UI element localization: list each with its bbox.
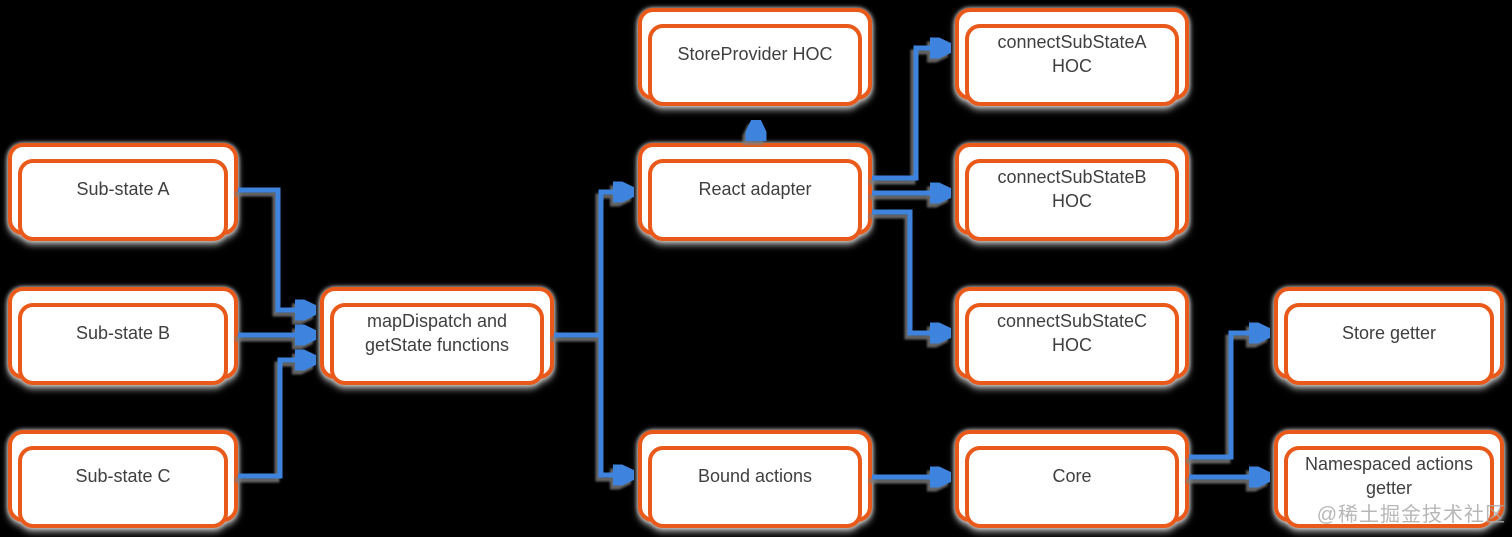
node-label: mapDispatch and getState functions [364, 310, 510, 355]
node-substate-a: Sub-state A [8, 143, 238, 241]
node-label: Core [1052, 465, 1092, 486]
node-react-adapter: React adapter [638, 143, 872, 241]
node-substate-b: Sub-state B [8, 287, 238, 385]
node-label: connectSubStateB HOC [997, 166, 1147, 211]
node-substate-c: Sub-state C [8, 430, 238, 528]
node-namespaced-actions-getter: Namespaced actions getter [1274, 430, 1504, 528]
node-label: Namespaced actions getter [1304, 453, 1474, 498]
node-connect-substate-c: connectSubStateC HOC [955, 287, 1189, 385]
node-label: Sub-state B [75, 322, 171, 343]
node-connect-substate-a: connectSubStateA HOC [955, 8, 1189, 106]
node-label: StoreProvider HOC [677, 43, 833, 64]
node-connect-substate-b: connectSubStateB HOC [955, 143, 1189, 241]
node-label: Sub-state A [76, 178, 170, 199]
node-label: Sub-state C [75, 465, 171, 486]
node-store-getter: Store getter [1274, 287, 1504, 385]
node-bound-actions: Bound actions [638, 430, 872, 528]
node-label: Bound actions [697, 465, 813, 486]
node-label: Store getter [1341, 322, 1437, 343]
node-core: Core [955, 430, 1189, 528]
node-label: React adapter [698, 178, 812, 199]
node-mapdispatch: mapDispatch and getState functions [320, 287, 554, 385]
node-storeprovider: StoreProvider HOC [638, 8, 872, 106]
node-label: connectSubStateA HOC [997, 31, 1147, 76]
node-label: connectSubStateC HOC [996, 310, 1148, 355]
